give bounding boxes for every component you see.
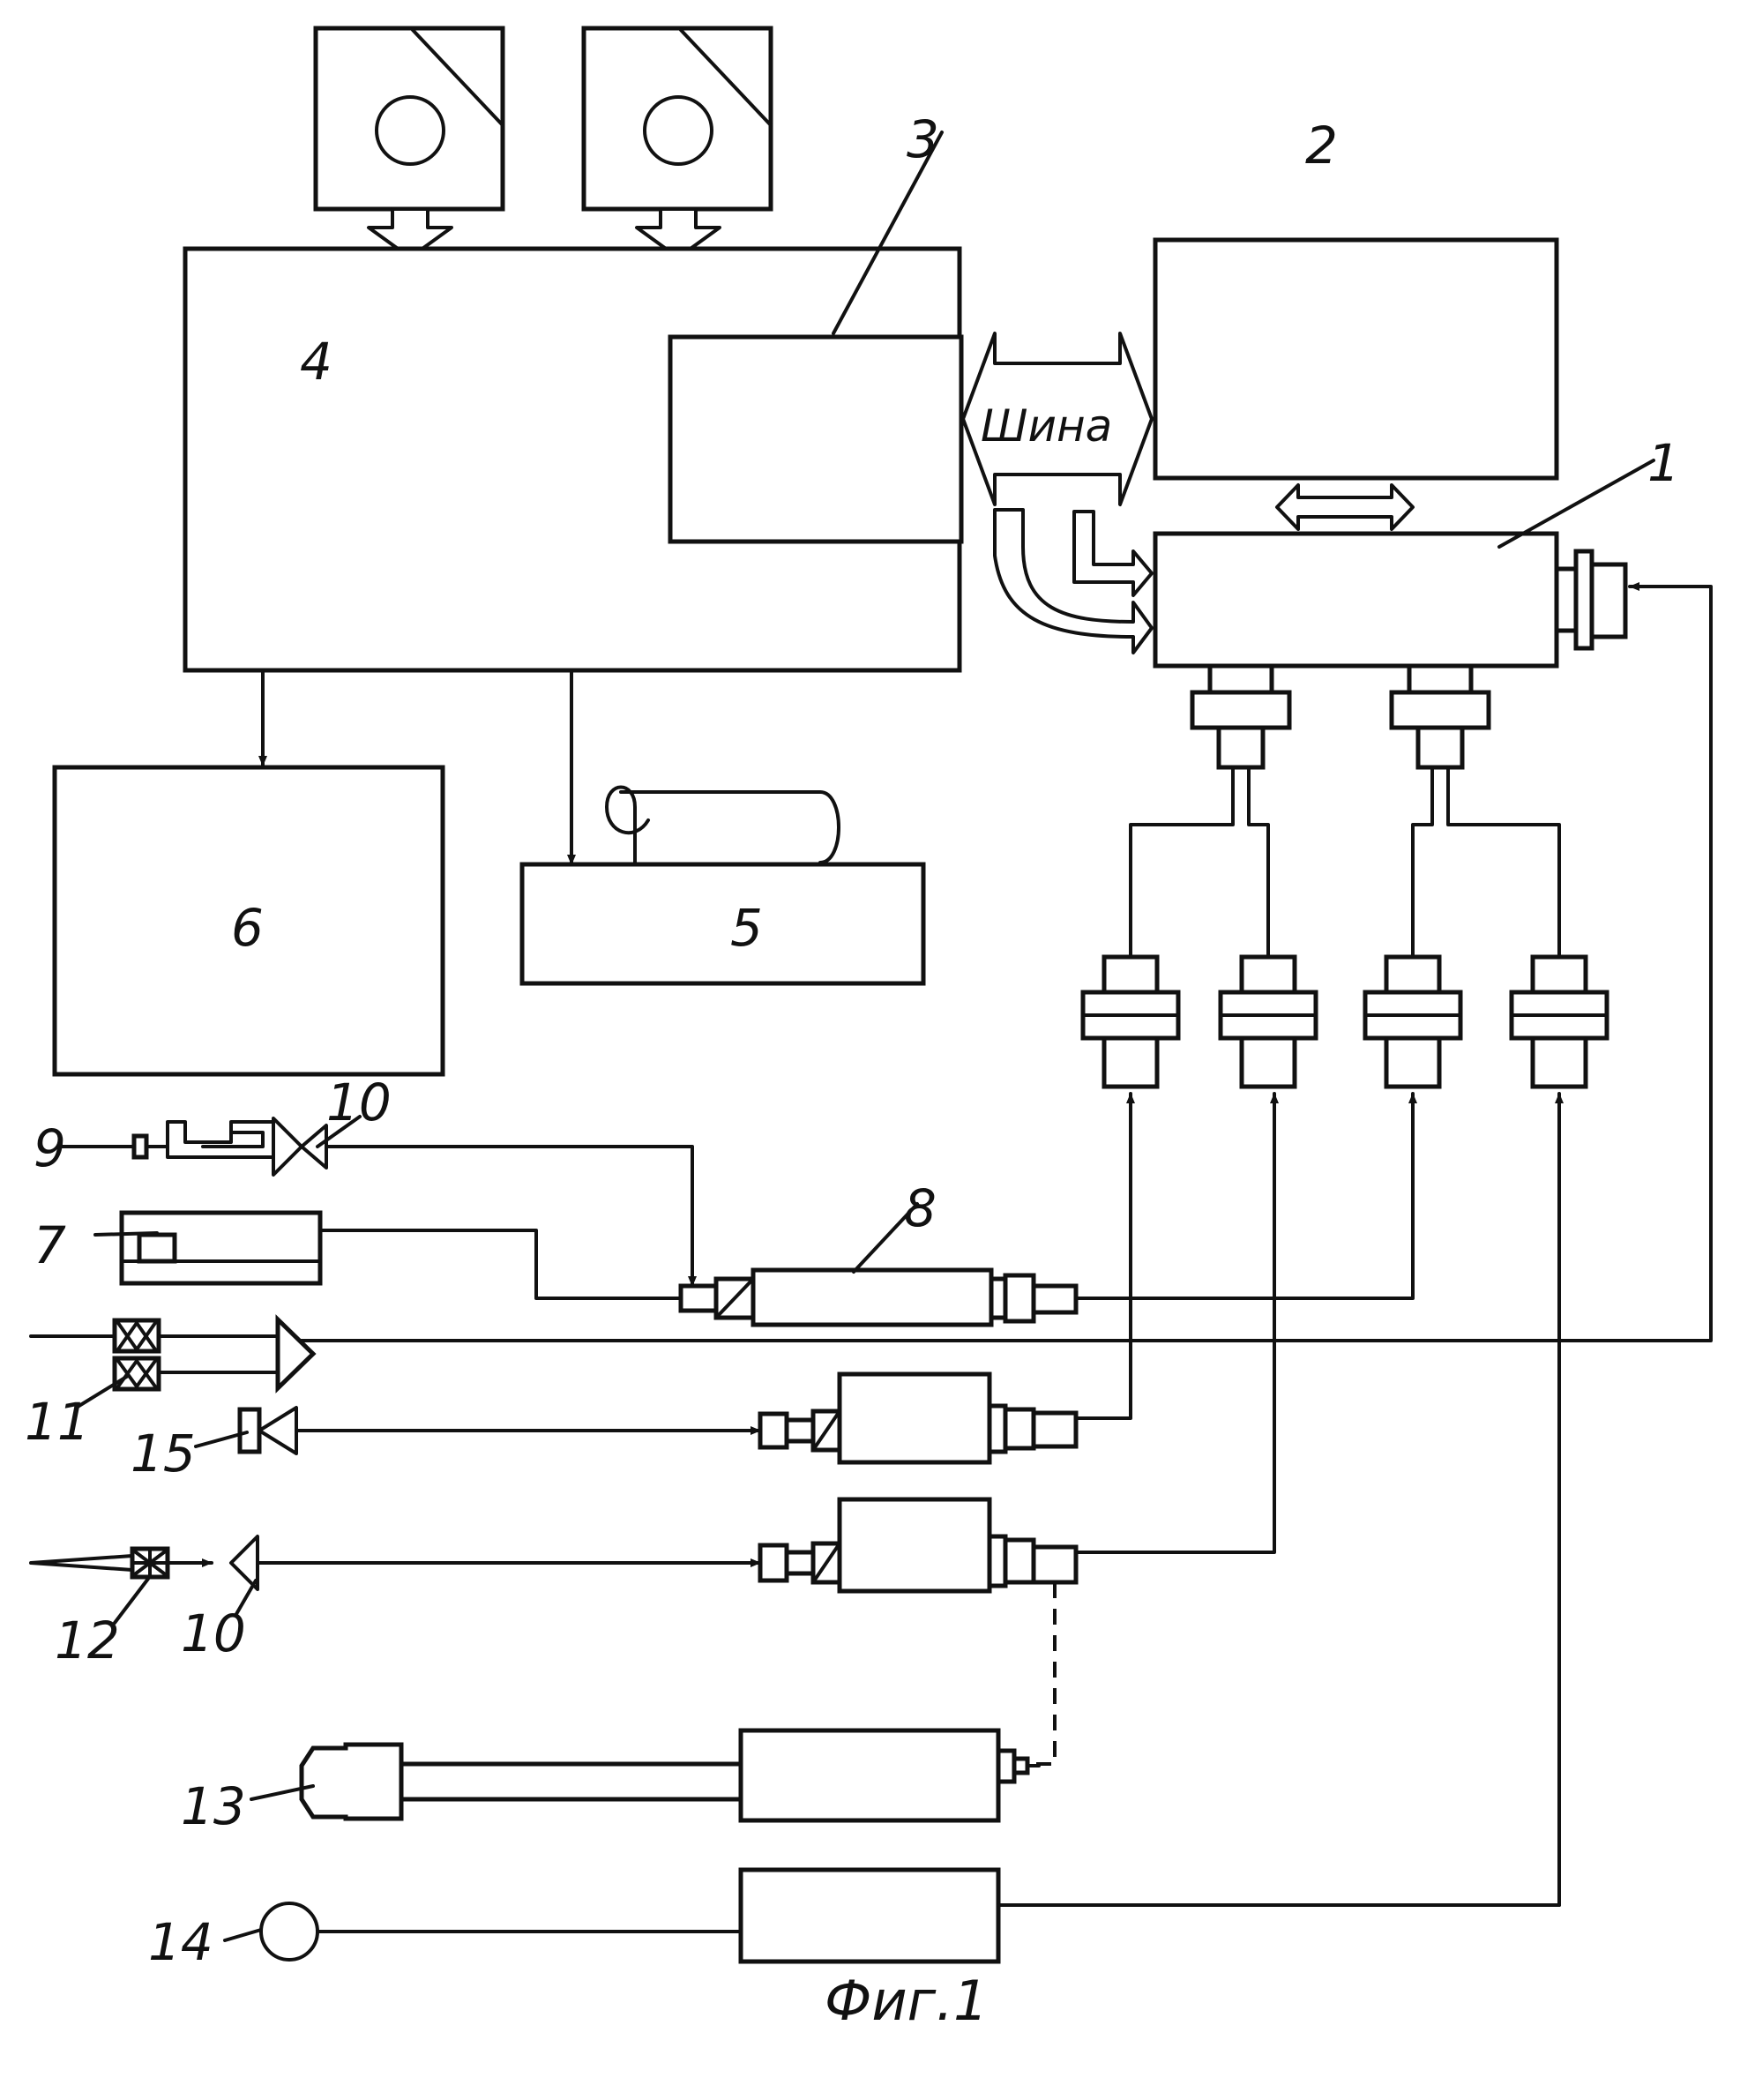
sensor-12	[31, 1549, 212, 1577]
label-14: 14	[148, 1912, 213, 1972]
block-7	[122, 1213, 320, 1283]
sensor-15	[240, 1408, 296, 1454]
block-3	[670, 337, 961, 542]
label-5: 5	[730, 898, 763, 958]
disk-drive-left	[316, 28, 503, 258]
socket-row	[1083, 957, 1607, 1087]
label-4: 4	[300, 332, 332, 392]
label-2: 2	[1305, 116, 1338, 176]
label-13: 13	[181, 1776, 246, 1836]
block-2	[1155, 240, 1557, 478]
label-10-upper: 10	[326, 1072, 392, 1132]
label-7: 7	[34, 1215, 66, 1275]
label-1: 1	[1647, 433, 1680, 493]
label-15: 15	[131, 1424, 196, 1483]
label-11: 11	[25, 1392, 90, 1452]
block-14	[261, 1870, 1559, 1962]
label-12: 12	[55, 1610, 120, 1670]
label-8: 8	[904, 1178, 937, 1238]
block-5-printer	[522, 788, 923, 984]
block-8	[681, 1270, 1076, 1325]
figure-caption: Фиг.1	[825, 1969, 988, 2033]
amplifier-12	[760, 1499, 1076, 1591]
amplifier-15	[760, 1374, 1076, 1462]
block-1	[1155, 534, 1625, 767]
disk-drive-right	[584, 28, 771, 258]
label-6: 6	[231, 898, 264, 958]
source-11	[31, 1319, 313, 1389]
label-9: 9	[34, 1118, 66, 1178]
bus-label: Шина	[981, 400, 1112, 452]
label-10-lower: 10	[181, 1603, 246, 1663]
block-13	[302, 1730, 1027, 1820]
label-3: 3	[907, 109, 939, 169]
